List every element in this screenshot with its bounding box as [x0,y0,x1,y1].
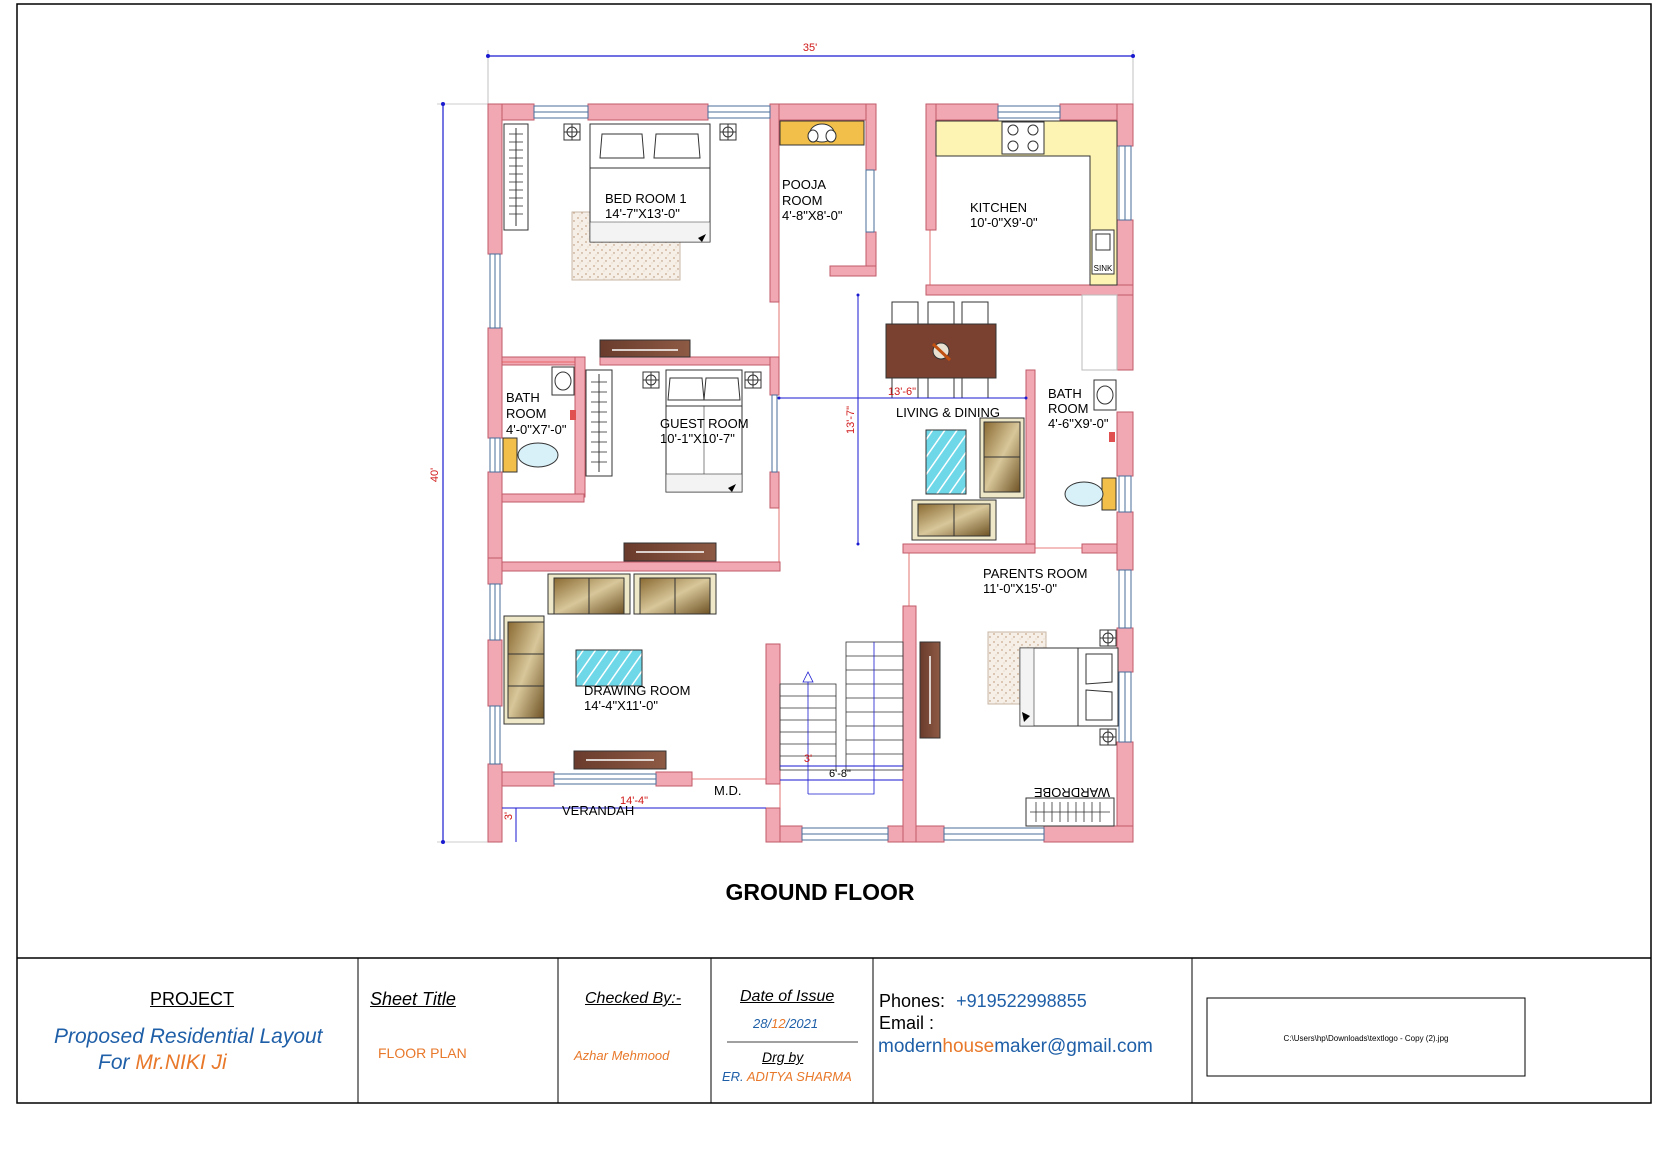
drawing-room-size: 14'-4"X11'-0" [584,698,658,713]
parents-name: PARENTS ROOM [983,566,1088,581]
email-label: Email : [879,1013,935,1033]
drawn-by: ER. ADITYA SHARMA [722,1069,852,1084]
bath-right-size: 4'-6"X9'-0" [1048,416,1109,431]
kitchen-furniture: SINK [935,120,1118,286]
room-labels: BED ROOM 1 14'-7"X13'-0" POOJA ROOM 4'-8… [506,177,1110,818]
issue-date: 28/12/2021 [753,1016,819,1031]
living-depth-dim: 13'-7" [845,406,857,434]
bath-left-size: 4'-0"X7'-0" [506,422,567,437]
parents-furniture [919,629,1119,827]
bath-right-name-2: ROOM [1048,401,1088,416]
logo-path-text: C:\Users\hp\Downloads\textlogo - Copy (2… [1283,1034,1449,1043]
email-part-2: house [942,1036,995,1057]
main-door-label: M.D. [714,783,741,798]
email-part-3: maker@gmail.com [994,1036,1153,1057]
email-part-1: modern [878,1036,943,1057]
drawing-title: GROUND FLOOR [725,879,914,905]
wardrobe-label: WARDROBE [1034,785,1110,800]
drawn-by-prefix: ER. [722,1069,747,1084]
bath-left-name-2: ROOM [506,406,546,421]
verandah-width-dim: 14'-4" [620,795,648,807]
email-address[interactable]: modernhousemaker@gmail.com [878,1036,1153,1058]
date-year: 2021 [789,1016,819,1031]
verandah-depth-dim: 3' [503,812,515,820]
bedroom1-size: 14'-7"X13'-0" [605,206,680,221]
date-month: 12 [771,1016,786,1031]
kitchen-name: KITCHEN [970,200,1027,215]
bedroom1-name: BED ROOM 1 [605,191,687,206]
sheet-title: FLOOR PLAN [378,1045,467,1061]
overall-width-label: 35' [803,42,817,54]
overall-depth-label: 40' [429,468,441,482]
living-dimensions: 13'-6" 13'-7" 3' 6'-8" 14'-4" 3' [502,293,1028,842]
overall-dimensions: 35' 40' [429,42,1135,844]
project-for: For [98,1051,136,1074]
drawing-room-name: DRAWING ROOM [584,683,690,698]
project-line-1: Proposed Residential Layout [54,1025,323,1048]
pooja-name-1: POOJA [782,177,826,192]
bath-right-fixtures [1064,379,1117,511]
phones-label: Phones: [879,991,946,1011]
parents-size: 11'-0"X15'-0" [983,581,1057,596]
project-heading: PROJECT [150,989,235,1009]
kitchen-size: 10'-0"X9'-0" [970,215,1038,230]
date-day: 28 [753,1016,768,1031]
checked-by: Azhar Mehmood [574,1048,670,1063]
drawing-room-furniture [503,573,717,770]
drawn-by-name: ADITYA SHARMA [746,1069,852,1084]
pooja-size: 4'-8"X8'-0" [782,208,843,223]
phone-number[interactable]: +919522998855 [956,991,1087,1011]
bedroom1-furniture [503,123,737,358]
sink-label: SINK [1094,264,1113,273]
logo-placeholder [1206,997,1526,1077]
project-line-2: For Mr.NIKI Ji [98,1051,227,1075]
guest-size: 10'-1"X10'-7" [660,431,735,446]
sheet-border [16,3,1652,1104]
living-width-dim: 13'-6" [888,386,916,398]
living-name: LIVING & DINING [896,405,1000,420]
title-block [17,957,1651,1103]
bath-right-name-1: BATH [1048,386,1082,401]
date-heading: Date of Issue [740,988,835,1005]
phones-line: Phones: +919522998855 [879,991,1087,1012]
verandah-name: VERANDAH [562,803,634,818]
living-dining-furniture [885,294,1118,541]
sheet-title-heading: Sheet Title [370,989,456,1009]
staircase [779,641,904,795]
bath-left-name-1: BATH [506,390,540,405]
walls [487,103,1134,843]
checked-by-heading: Checked By:- [585,990,682,1007]
pooja-name-2: ROOM [782,193,822,208]
drawn-by-heading: Drg by [762,1049,804,1065]
guest-furniture [585,369,762,562]
stair-length-dim: 6'-8" [829,768,851,780]
door-lines [502,230,1083,808]
stair-width-dim: 3' [804,753,812,765]
bath-left-fixtures [502,366,576,473]
windows [489,105,1132,841]
client-name: Mr.NIKI Ji [135,1051,227,1074]
pooja-furniture [779,120,865,146]
guest-name: GUEST ROOM [660,416,749,431]
